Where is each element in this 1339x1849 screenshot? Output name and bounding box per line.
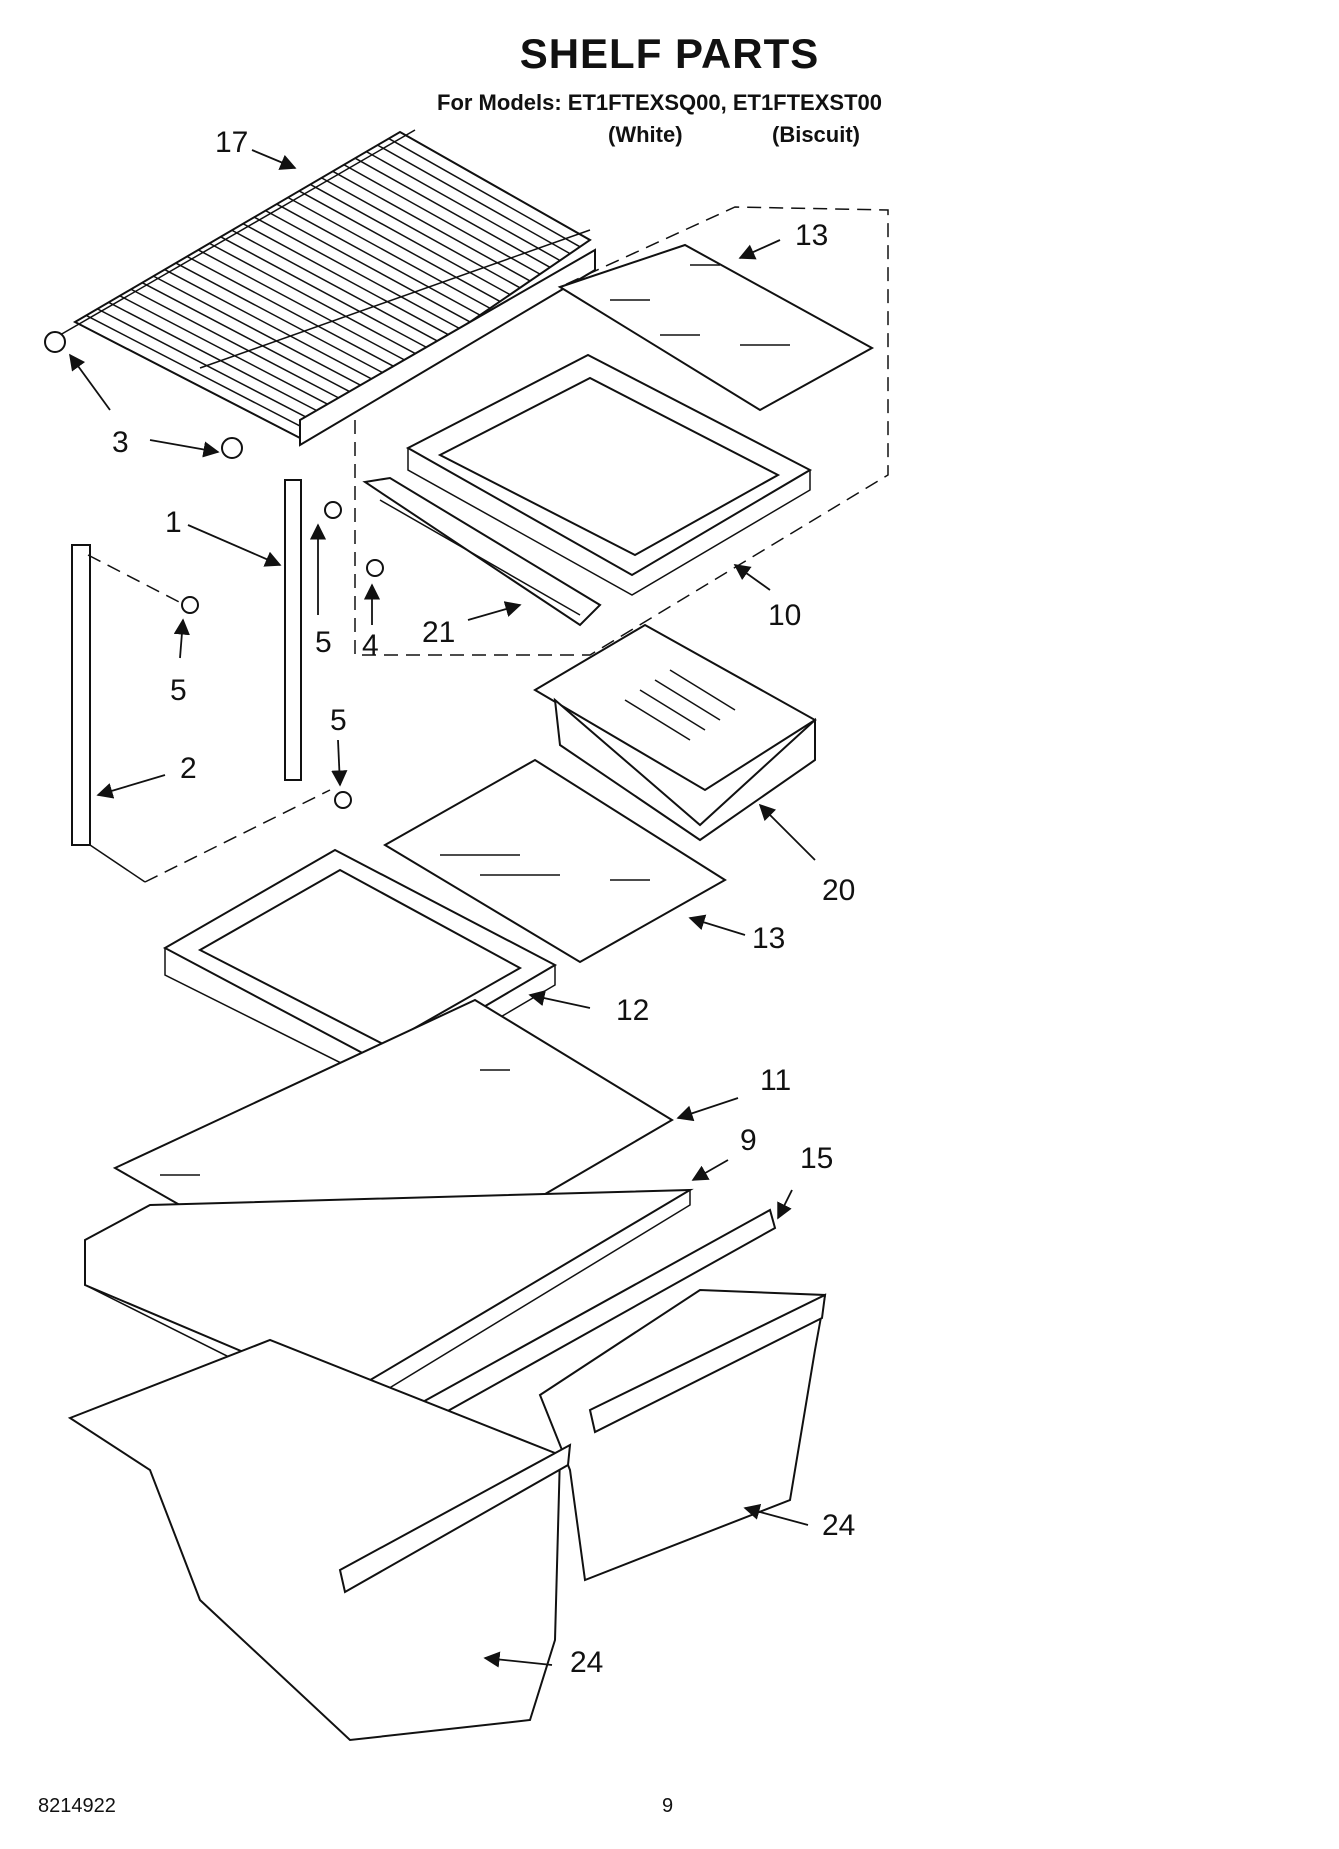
callout-3: 3 xyxy=(112,426,129,459)
callout-11: 11 xyxy=(760,1064,791,1097)
screws xyxy=(44,331,384,809)
shelf-wire-rod xyxy=(209,242,421,357)
callout-5-a: 5 xyxy=(315,626,332,659)
callout-12: 12 xyxy=(616,994,649,1027)
shelf-wire-rod xyxy=(399,131,591,241)
assembly-boundary-part-10 xyxy=(354,206,889,656)
front-trim-part-21 xyxy=(362,476,602,627)
page-number: 9 xyxy=(662,1795,674,1817)
callout-10: 10 xyxy=(768,599,801,632)
callout-1: 1 xyxy=(165,506,182,539)
color-biscuit-label: (Biscuit) xyxy=(772,122,860,147)
shelf-wire-rod xyxy=(265,209,471,323)
side-rail-part-1 xyxy=(284,479,302,781)
side-rail-part-2 xyxy=(71,544,91,846)
shelf-wire-rod xyxy=(130,288,351,405)
shelf-wire-rod xyxy=(276,203,481,316)
shelf-wire-rod xyxy=(354,157,551,268)
deli-drawer-part-20 xyxy=(533,623,817,842)
shelf-wire-rod xyxy=(74,321,301,439)
shelf-wire-rod xyxy=(366,151,561,262)
shelf-wire-rod xyxy=(97,308,321,426)
glass-insert-part-13-top xyxy=(557,243,875,412)
callout-17: 17 xyxy=(215,126,248,159)
glass-insert-part-13-mid xyxy=(383,758,727,964)
shelf-wire-rod xyxy=(388,137,581,248)
shelf-wire-rod xyxy=(141,282,361,398)
wire-shelf-part-17 xyxy=(59,129,596,447)
shelf-frame-part-10 xyxy=(405,353,813,596)
shelf-wire-rod xyxy=(298,190,501,303)
shelf-wire-rod xyxy=(377,144,571,255)
callout-24-b: 24 xyxy=(570,1646,603,1679)
shelf-wire-rod xyxy=(85,314,311,432)
shelf-wire-rod xyxy=(197,249,411,364)
callout-20: 20 xyxy=(822,874,855,907)
callout-5-b: 5 xyxy=(170,674,187,707)
callout-5-c: 5 xyxy=(330,704,347,737)
shelf-wire-rod xyxy=(175,262,391,378)
shelf-wire-rod xyxy=(321,177,521,289)
shelf-wire-rod xyxy=(242,223,451,337)
callout-2: 2 xyxy=(180,752,197,785)
callout-9: 9 xyxy=(740,1124,757,1157)
crisper-cover-part-9 xyxy=(84,1188,694,1416)
shelf-wire-rod xyxy=(343,164,541,275)
models-label: For Models: ET1FTEXSQ00, ET1FTEXST00 xyxy=(437,90,882,115)
callout-21: 21 xyxy=(422,616,455,649)
leader-arrows xyxy=(69,149,816,1668)
shelf-wire-rod xyxy=(220,236,431,350)
color-white-label: (White) xyxy=(608,122,683,147)
shelf-wire-rod xyxy=(119,295,341,412)
crisper-drawer-part-24-front xyxy=(67,1338,572,1742)
callout-13-top: 13 xyxy=(795,219,828,252)
shelf-wire-rod xyxy=(287,196,491,309)
callout-15: 15 xyxy=(800,1142,833,1175)
shelf-wire-rod xyxy=(231,229,441,344)
shelf-wire-rod xyxy=(164,268,381,385)
shelf-wire-rod xyxy=(108,301,331,419)
shelf-wire-rod xyxy=(186,255,401,371)
callout-13-mid: 13 xyxy=(752,922,785,955)
shelf-wire-rod xyxy=(309,183,511,296)
shelf-wire-rod xyxy=(153,275,371,391)
document-number: 8214922 xyxy=(38,1795,116,1817)
callout-24-a: 24 xyxy=(822,1509,855,1542)
callout-4: 4 xyxy=(362,629,379,662)
page-title: SHELF PARTS xyxy=(519,30,820,77)
shelf-wire-rod xyxy=(253,216,461,330)
